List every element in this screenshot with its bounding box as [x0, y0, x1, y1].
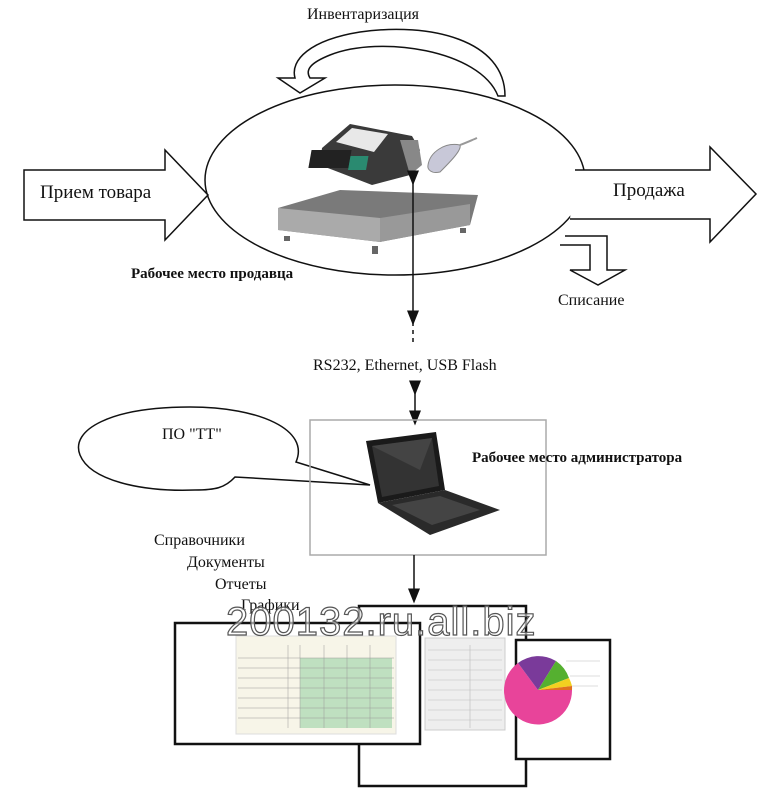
pie-slice-green: [538, 661, 569, 690]
admin-workplace-label: Рабочее место администратора: [472, 450, 683, 466]
output-charts: Графики: [241, 597, 300, 614]
sales-label: Продажа: [613, 180, 685, 201]
watermark: 200132.ru.all.biz: [225, 599, 537, 644]
document-chart-thumbnail: [504, 638, 612, 761]
software-label: ПО "ТТ": [162, 426, 222, 443]
pie-slice-purple: [518, 656, 556, 690]
output-documents: Документы: [187, 554, 265, 571]
writeoff-arrow: [560, 235, 628, 286]
inventory-label: Инвентаризация: [307, 6, 419, 23]
pie-chart: [504, 656, 573, 725]
platform-scale-image: [278, 190, 478, 254]
pie-slice-orange: [538, 686, 573, 690]
output-reports: Отчеты: [215, 576, 267, 593]
receiving-label: Прием товара: [40, 182, 152, 203]
barcode-scanner-image: [427, 137, 478, 173]
seller-workplace-ellipse: [204, 84, 586, 276]
interfaces-label: RS232, Ethernet, USB Flash: [313, 357, 497, 374]
inventory-cycle-arrow: [275, 28, 506, 97]
writeoff-label: Списание: [558, 292, 625, 309]
output-references: Справочники: [154, 532, 245, 549]
software-speech-bubble: [77, 406, 371, 491]
pie-slice-pink: [504, 663, 573, 725]
laptop-image: [366, 432, 500, 535]
receiving-arrow: [23, 148, 210, 242]
sales-arrow: [570, 145, 758, 244]
admin-workplace-box: [309, 419, 547, 556]
cash-register-image: [308, 124, 422, 185]
seller-workplace-label: Рабочее место продавца: [131, 266, 294, 282]
document-table-thumbnail: [173, 621, 422, 746]
